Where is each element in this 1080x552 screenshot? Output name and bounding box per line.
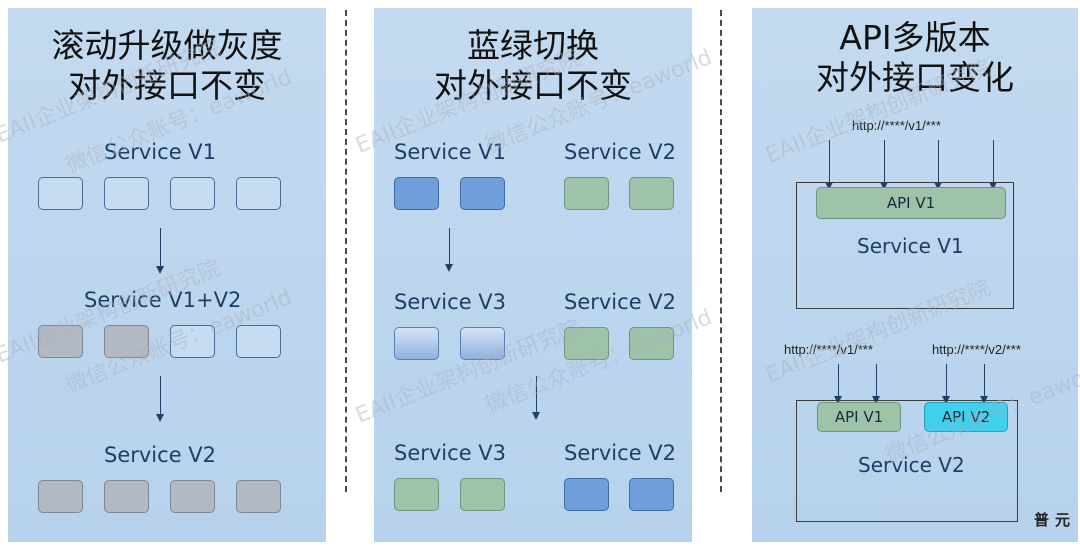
bluegreen-row1-right-label: Service V2 — [564, 140, 677, 164]
dashed-separator-2 — [720, 10, 722, 492]
api-bottom-api-v1-pill: API V1 — [817, 402, 901, 432]
corner-brand-text: 普元 — [1033, 511, 1076, 529]
rolling-stage3-box-4 — [236, 480, 281, 513]
bluegreen-row2-box-1 — [394, 327, 439, 360]
rolling-stage2-box-4 — [236, 325, 281, 358]
rolling-stage3-box-2 — [104, 480, 149, 513]
api-top-url: http://****/v1/*** — [852, 118, 941, 133]
rolling-stage1-box-2 — [104, 177, 149, 210]
bluegreen-row1-box-3 — [564, 177, 609, 210]
rolling-upgrade-panel: 滚动升级做灰度 对外接口不变 Service V1 Service V1+V2 … — [8, 8, 326, 542]
api-bottom-service-frame — [796, 400, 1018, 522]
rolling-stage1-box-1 — [38, 177, 83, 210]
rolling-stage1-box-3 — [170, 177, 215, 210]
api-title-line2: 对外接口变化 — [816, 58, 1014, 97]
api-bottom-arrow-1 — [834, 364, 842, 404]
api-top-arrow-2 — [880, 140, 888, 190]
dashed-separator-1 — [345, 10, 347, 492]
api-top-arrow-1 — [825, 140, 833, 190]
api-top-service-label: Service V1 — [857, 234, 964, 258]
blue-green-panel: 蓝绿切换 对外接口不变 Service V1 Service V2 Servic… — [374, 8, 692, 542]
rolling-stage2-box-2 — [104, 325, 149, 358]
rolling-arrow-2 — [156, 376, 164, 422]
rolling-stage2-label: Service V1+V2 — [84, 288, 242, 312]
rolling-title-line2: 对外接口不变 — [68, 66, 266, 105]
bluegreen-title-line1: 蓝绿切换 — [467, 26, 599, 65]
api-bottom-api-v2-pill: API V2 — [924, 402, 1008, 432]
bluegreen-row3-left-label: Service V3 — [394, 441, 507, 465]
api-versioning-panel: API多版本 对外接口变化 http://****/v1/*** API V1 … — [752, 8, 1078, 542]
rolling-stage2-box-1 — [38, 325, 83, 358]
rolling-stage3-box-3 — [170, 480, 215, 513]
rolling-stage3-label: Service V2 — [104, 443, 217, 467]
bluegreen-row2-box-4 — [629, 327, 674, 360]
bluegreen-row1-box-4 — [629, 177, 674, 210]
bluegreen-row3-right-label: Service V2 — [564, 441, 677, 465]
api-top-api-v1-pill: API V1 — [816, 187, 1006, 219]
api-bottom-arrow-3 — [942, 364, 950, 404]
bluegreen-row3-box-2 — [460, 478, 505, 511]
bluegreen-row2-box-2 — [460, 327, 505, 360]
bluegreen-row3-box-4 — [629, 478, 674, 511]
bluegreen-row2-box-3 — [564, 327, 609, 360]
api-bottom-arrow-2 — [872, 364, 880, 404]
api-bottom-service-label: Service V2 — [858, 453, 965, 477]
bluegreen-arrow-1 — [445, 228, 453, 272]
bluegreen-row1-left-label: Service V1 — [394, 140, 507, 164]
bluegreen-row3-box-3 — [564, 478, 609, 511]
api-title-line1: API多版本 — [839, 18, 991, 57]
rolling-stage1-box-4 — [236, 177, 281, 210]
rolling-stage3-box-1 — [38, 480, 83, 513]
bluegreen-title-line2: 对外接口不变 — [434, 66, 632, 105]
bluegreen-row2-left-label: Service V3 — [394, 290, 507, 314]
bluegreen-row1-box-1 — [394, 177, 439, 210]
api-top-arrow-4 — [989, 140, 997, 190]
bluegreen-arrow-2 — [532, 376, 540, 420]
api-top-arrow-3 — [934, 140, 942, 190]
bluegreen-row1-box-2 — [460, 177, 505, 210]
api-bottom-url-v1: http://****/v1/*** — [784, 342, 873, 357]
rolling-stage2-box-3 — [170, 325, 215, 358]
api-top-service-frame — [796, 182, 1014, 309]
rolling-arrow-1 — [156, 228, 164, 274]
rolling-title-line1: 滚动升级做灰度 — [51, 26, 283, 65]
rolling-stage1-label: Service V1 — [104, 140, 217, 164]
bluegreen-row2-right-label: Service V2 — [564, 290, 677, 314]
api-bottom-arrow-4 — [980, 364, 988, 404]
bluegreen-row3-box-1 — [394, 478, 439, 511]
api-bottom-url-v2: http://****/v2/*** — [932, 342, 1021, 357]
